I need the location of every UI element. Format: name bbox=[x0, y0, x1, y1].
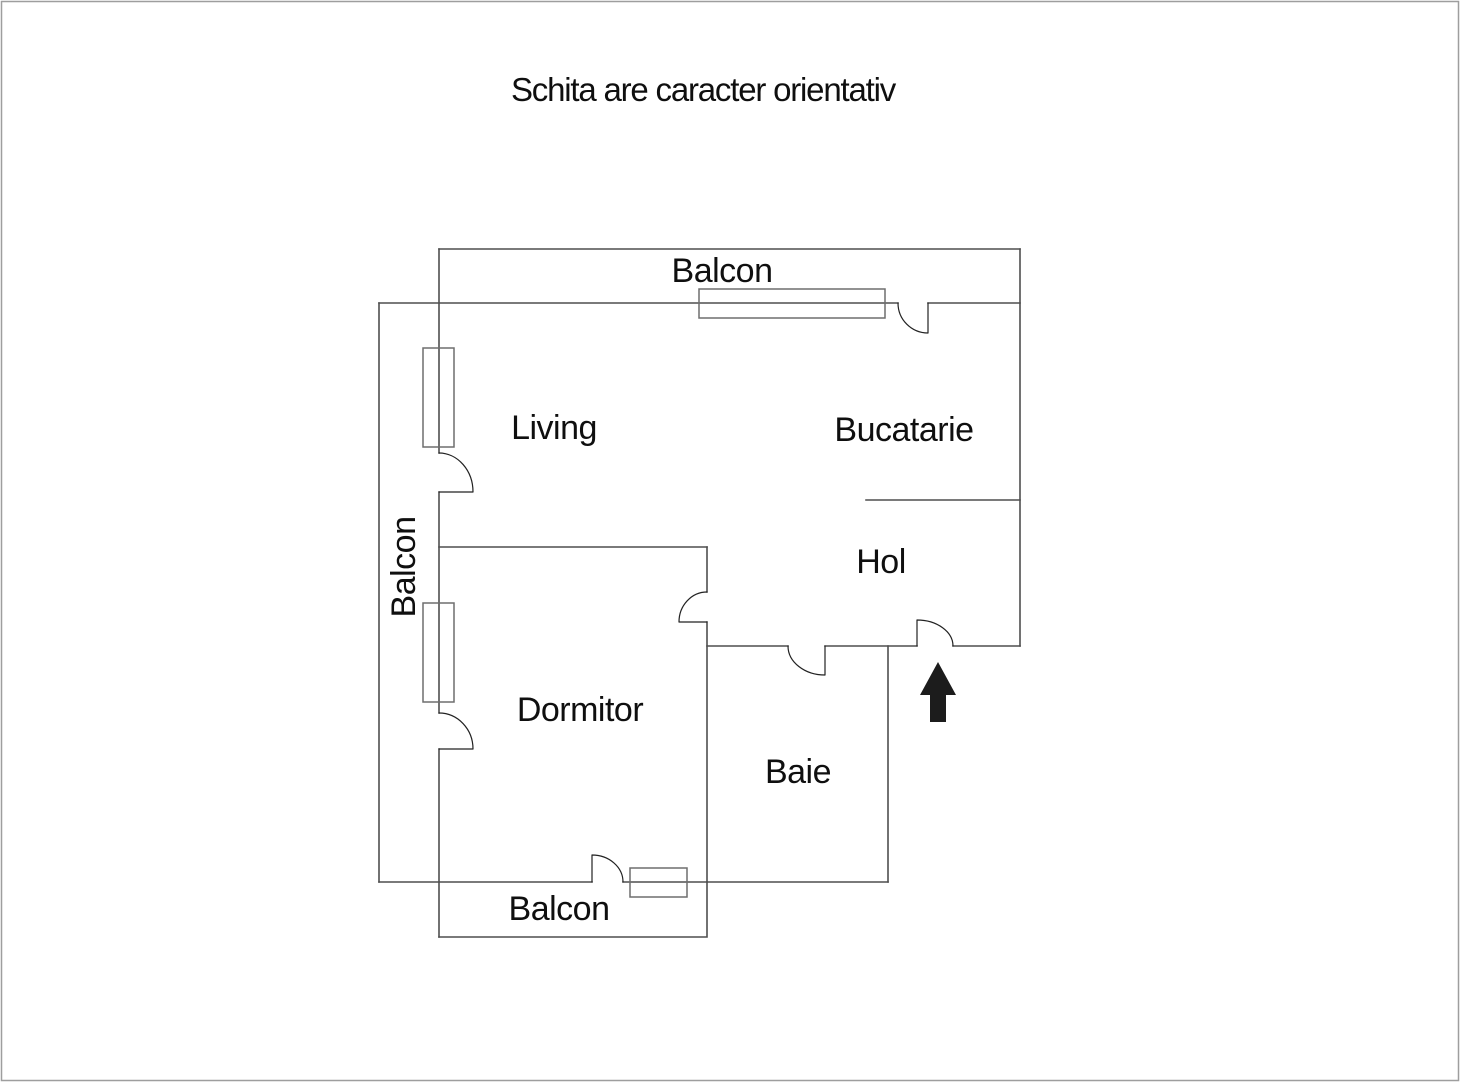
window-bottom-balcony bbox=[629, 867, 688, 898]
door-bottom-balcony bbox=[591, 854, 624, 883]
wall-bottom-balcony bbox=[438, 881, 708, 938]
doors bbox=[438, 302, 954, 883]
room-label-balcon-bottom: Balcon bbox=[509, 890, 610, 928]
window-dormitor bbox=[422, 602, 455, 703]
window-living bbox=[422, 347, 455, 448]
page-title: Schita are caracter orientativ bbox=[511, 71, 897, 108]
room-label-baie: Baie bbox=[765, 753, 831, 791]
door-baie bbox=[787, 645, 826, 676]
room-label-balcon-top: Balcon bbox=[672, 252, 773, 290]
windows bbox=[422, 288, 886, 898]
room-label-balcon-left: Balcon bbox=[385, 517, 423, 618]
door-bucatarie-balcony bbox=[897, 302, 929, 334]
window-top-balcony bbox=[698, 288, 886, 319]
door-living-balcony bbox=[438, 452, 474, 493]
walls bbox=[378, 248, 1021, 938]
door-dormitor-entry bbox=[678, 591, 708, 623]
door-dormitor-balcony bbox=[438, 712, 474, 750]
entrance-arrow-icon bbox=[920, 662, 956, 722]
room-label-hol: Hol bbox=[856, 543, 906, 581]
room-label-bucatarie: Bucatarie bbox=[834, 411, 973, 449]
labels: Schita are caracter orientativ Balcon Li… bbox=[385, 71, 974, 928]
room-label-dormitor: Dormitor bbox=[517, 691, 644, 729]
door-entrance bbox=[916, 619, 954, 647]
room-label-living: Living bbox=[511, 409, 597, 447]
